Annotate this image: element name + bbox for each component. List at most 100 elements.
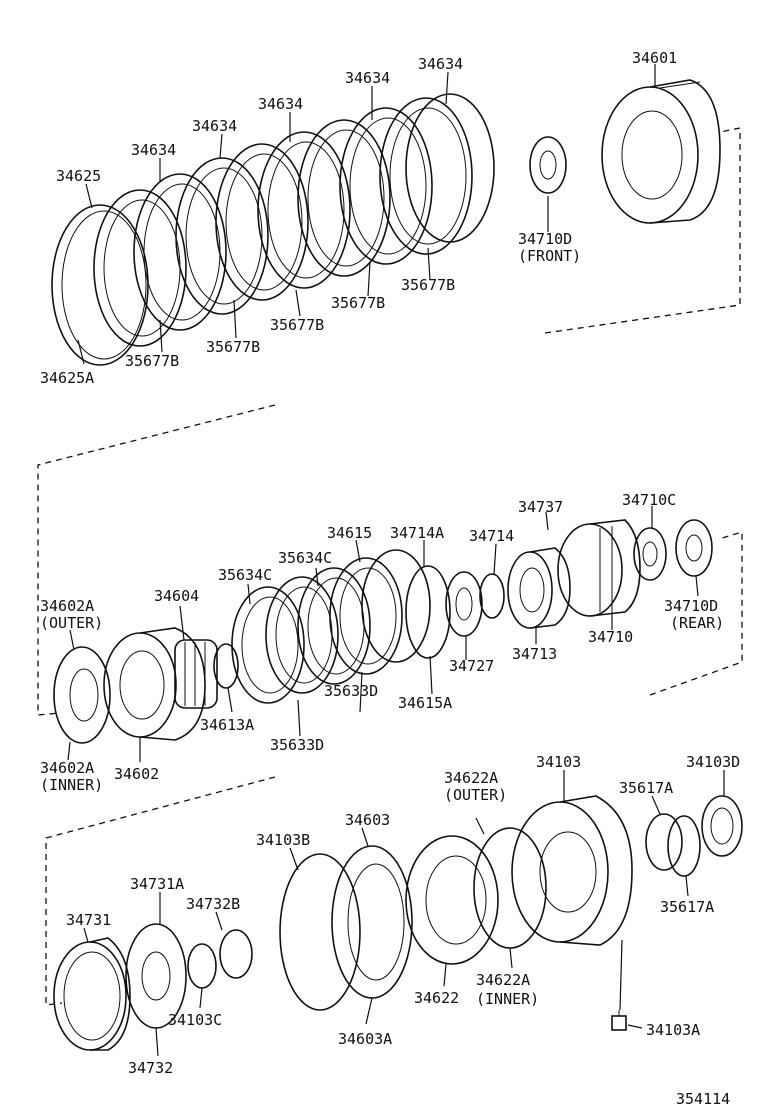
thrust-washer-34602A xyxy=(53,646,111,744)
spring-retainer-34604 xyxy=(174,639,218,709)
label-34103B: 34103B xyxy=(256,831,310,849)
snap-ring-34103B xyxy=(279,853,361,1011)
group-boundary-1 xyxy=(544,127,741,334)
label-35677B-d: 35677B xyxy=(331,294,385,312)
label-34622: 34622 xyxy=(414,989,459,1007)
ring-gear-34731 xyxy=(53,937,131,1051)
seal-ring-35617A-b xyxy=(667,815,701,877)
clutch-plate-4 xyxy=(215,143,309,301)
label-34634-c: 34634 xyxy=(258,95,303,113)
label-34103C: 34103C xyxy=(168,1011,222,1029)
labels-section-3: 34103 34622A (OUTER) 35617A 34103D 34103… xyxy=(66,753,740,1108)
clutch-plate-9 xyxy=(405,93,495,243)
thrust-washer-34710D-front xyxy=(529,136,567,194)
label-rear: (REAR) xyxy=(670,614,724,632)
snap-ring-34625A xyxy=(51,204,149,366)
label-34731A: 34731A xyxy=(130,875,184,893)
clutch-plate-7 xyxy=(339,107,433,265)
snap-ring-34613A xyxy=(213,643,239,689)
label-34625: 34625 xyxy=(56,167,101,185)
label-34615A: 34615A xyxy=(398,694,452,712)
piston-34622 xyxy=(405,835,499,965)
diagram-id-number: 354114 xyxy=(676,1090,730,1108)
label-34602: 34602 xyxy=(114,765,159,783)
snap-ring-34615A xyxy=(405,565,451,659)
label-34625A: 34625A xyxy=(40,369,94,387)
thrust-washer-34710C xyxy=(633,527,667,581)
clutch-plate-m3 xyxy=(297,567,371,685)
label-34714A: 34714A xyxy=(390,524,444,542)
snap-ring-34103C xyxy=(187,943,217,989)
clutch-plate-m5 xyxy=(361,549,431,663)
label-front: (FRONT) xyxy=(518,247,581,265)
leader-lines-1 xyxy=(77,64,656,365)
label-34103A: 34103A xyxy=(646,1021,700,1039)
label-35677B-e: 35677B xyxy=(401,276,455,294)
clutch-pack-top xyxy=(51,79,741,366)
clutch-plate-m2 xyxy=(265,576,339,694)
labels-section-2: 34602A (OUTER) 34604 35634C 35634C 34615… xyxy=(40,491,724,794)
label-35677B-a: 35677B xyxy=(125,352,179,370)
label-34622A-bottom: 34622A xyxy=(476,971,530,989)
label-35677B-c: 35677B xyxy=(270,316,324,334)
label-34731: 34731 xyxy=(66,911,111,929)
clutch-drum-34601 xyxy=(601,79,721,224)
bearing-race-34727 xyxy=(445,571,483,637)
label-34603A: 34603A xyxy=(338,1030,392,1048)
washer-34103D xyxy=(701,795,743,857)
clutch-plate-1 xyxy=(93,189,187,347)
group-boundary-3 xyxy=(649,531,743,696)
label-34714: 34714 xyxy=(469,527,514,545)
label-34603: 34603 xyxy=(345,811,390,829)
clutch-plate-6 xyxy=(297,119,391,277)
label-34634-d: 34634 xyxy=(192,117,237,135)
label-inner-1: (INNER) xyxy=(40,776,103,794)
label-35634C-b: 35634C xyxy=(278,549,332,567)
thrust-washer-34710D-rear xyxy=(675,519,713,577)
label-34602A-bottom: 34602A xyxy=(40,759,94,777)
leader-lines-2 xyxy=(67,506,699,762)
label-34727: 34727 xyxy=(449,657,494,675)
clutch-plate-3 xyxy=(175,157,269,315)
label-34710C: 34710C xyxy=(622,491,676,509)
leader-lines-3 xyxy=(83,770,725,1057)
label-34604: 34604 xyxy=(154,587,199,605)
thrust-bearing-34714 xyxy=(479,573,505,619)
label-34613A: 34613A xyxy=(200,716,254,734)
label-34713: 34713 xyxy=(512,645,557,663)
label-34634-e: 34634 xyxy=(131,141,176,159)
label-34615: 34615 xyxy=(327,524,372,542)
label-outer-1: (OUTER) xyxy=(40,614,103,632)
clutch-plate-5 xyxy=(257,131,351,289)
label-34602A-top: 34602A xyxy=(40,597,94,615)
planetary-carrier-34710 xyxy=(557,519,641,617)
piston-34603 xyxy=(331,845,413,999)
clutch-plate-m4 xyxy=(329,557,403,675)
brake-assembly-bottom xyxy=(45,776,743,1051)
group-boundary-2 xyxy=(37,404,276,716)
labels-section-1: 34634 34634 34634 34634 34634 34625 3462… xyxy=(40,49,677,387)
label-35634C-a: 35634C xyxy=(218,566,272,584)
piston-34602 xyxy=(103,627,206,741)
label-inner-2: (INNER) xyxy=(476,990,539,1008)
label-34103: 34103 xyxy=(536,753,581,771)
clutch-pack-middle xyxy=(37,404,743,744)
label-34103D: 34103D xyxy=(686,753,740,771)
label-34622A-top: 34622A xyxy=(444,769,498,787)
label-34710D-front: 34710D xyxy=(518,230,572,248)
clutch-plate-m1 xyxy=(231,586,305,704)
label-35633D-b: 35633D xyxy=(270,736,324,754)
label-34732B: 34732B xyxy=(186,895,240,913)
bolt-34103A xyxy=(611,1010,627,1031)
label-35677B-b: 35677B xyxy=(206,338,260,356)
seal-ring-35617A-a xyxy=(645,813,683,871)
label-34634-a: 34634 xyxy=(418,55,463,73)
brake-drum-34103 xyxy=(511,795,633,946)
clutch-plate-2 xyxy=(133,173,227,331)
label-34732: 34732 xyxy=(128,1059,173,1077)
label-35633D-a: 35633D xyxy=(324,682,378,700)
label-34634-b: 34634 xyxy=(345,69,390,87)
label-34710: 34710 xyxy=(588,628,633,646)
label-34710D-rear: 34710D xyxy=(664,597,718,615)
